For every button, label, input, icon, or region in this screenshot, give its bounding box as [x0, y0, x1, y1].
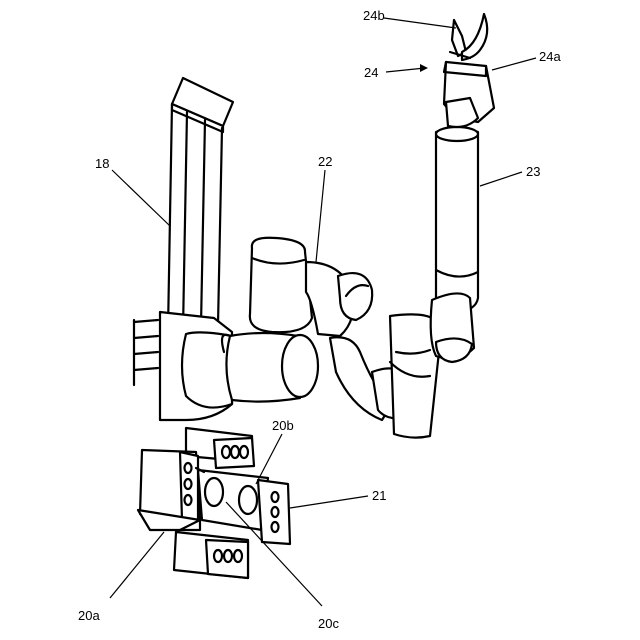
label-20a: 20a [78, 608, 100, 623]
leader-23 [480, 172, 522, 186]
label-24a: 24a [539, 49, 561, 64]
leader-24a [492, 58, 536, 70]
end-effector [444, 14, 494, 127]
leader-20a [110, 532, 164, 598]
label-24b: 24b [363, 8, 385, 23]
sensor-cluster [138, 428, 290, 578]
leader-21 [290, 496, 368, 508]
arrowhead-24 [420, 64, 428, 72]
label-20c: 20c [318, 616, 339, 631]
leader-24 [386, 68, 425, 72]
linear-rail [168, 78, 233, 330]
leader-22 [316, 170, 325, 262]
upper-arm-segments [134, 238, 414, 420]
label-22: 22 [318, 154, 332, 169]
label-23: 23 [526, 164, 540, 179]
leader-18 [112, 170, 170, 226]
leader-24b [384, 18, 456, 28]
label-18: 18 [95, 156, 109, 171]
label-24: 24 [364, 65, 378, 80]
label-21: 21 [372, 488, 386, 503]
label-20b: 20b [272, 418, 294, 433]
leader-20b [256, 434, 282, 484]
forearm-tube [390, 127, 478, 438]
